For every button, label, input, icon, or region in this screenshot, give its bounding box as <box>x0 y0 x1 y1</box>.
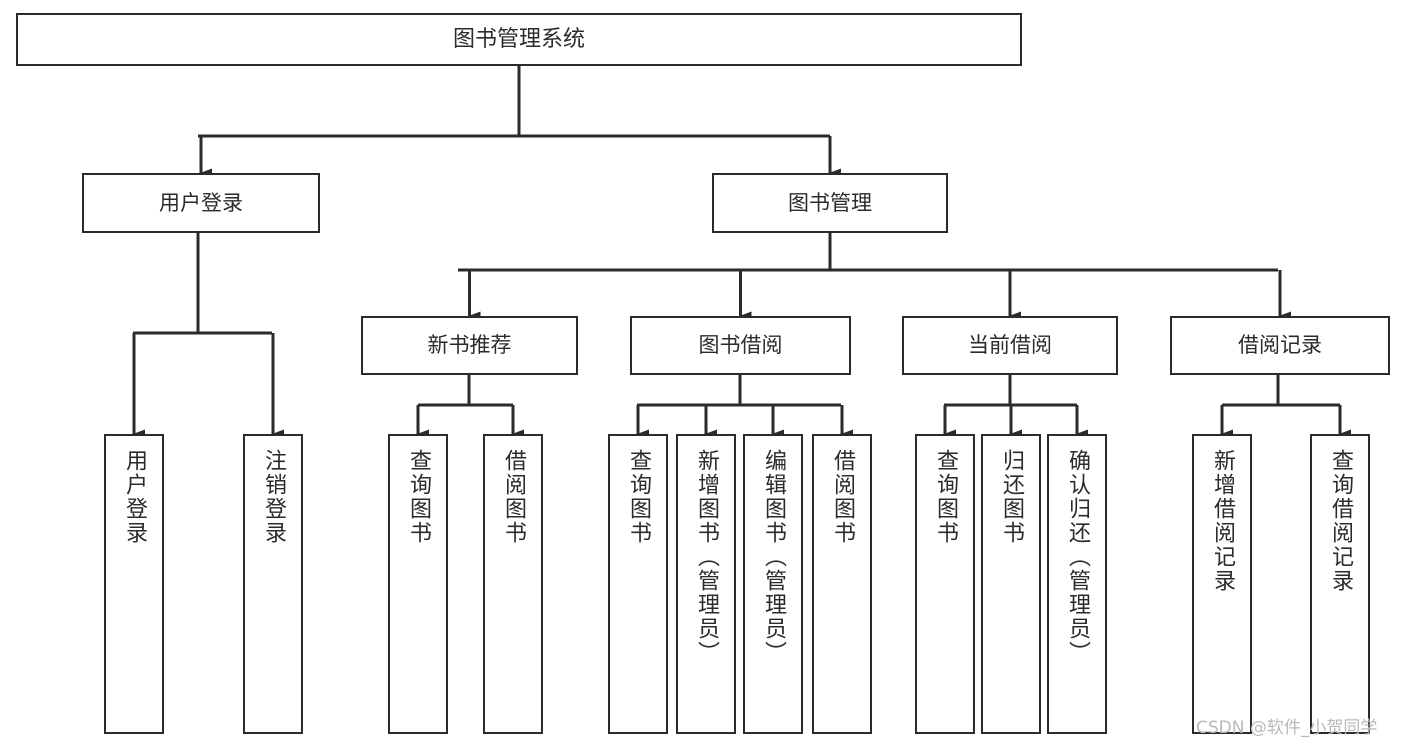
node-label: 图书管理系统 <box>452 26 585 52</box>
branch-node-book-borrow[interactable]: 图书借阅 <box>630 316 851 375</box>
leaf-node-leaf-user-logout[interactable]: 注销登录 <box>243 434 303 734</box>
node-label: 编辑图书（管理员） <box>761 449 786 665</box>
node-label: 借阅图书 <box>501 449 526 545</box>
leaf-node-leaf-query-book-2[interactable]: 查询图书 <box>608 434 668 734</box>
leaf-node-leaf-return-book[interactable]: 归还图书 <box>981 434 1041 734</box>
node-label: 借阅记录 <box>1238 333 1322 358</box>
leaf-node-leaf-borrow-book-2[interactable]: 借阅图书 <box>812 434 872 734</box>
leaf-node-leaf-query-record[interactable]: 查询借阅记录 <box>1310 434 1370 734</box>
node-label: 借阅图书 <box>830 449 855 545</box>
node-label: 用户登录 <box>122 449 147 545</box>
node-label: 查询图书 <box>406 449 431 545</box>
leaf-node-leaf-query-book-3[interactable]: 查询图书 <box>915 434 975 734</box>
branch-node-borrow-record[interactable]: 借阅记录 <box>1170 316 1390 375</box>
node-label: 图书借阅 <box>698 333 783 358</box>
node-label: 新书推荐 <box>427 333 512 358</box>
csdn-watermark: CSDN @软件_小贺同学 <box>1196 718 1378 738</box>
branch-node-book-manage[interactable]: 图书管理 <box>712 173 948 233</box>
leaf-node-leaf-edit-book[interactable]: 编辑图书（管理员） <box>743 434 803 734</box>
node-label: 查询图书 <box>626 449 651 545</box>
node-label: 查询图书 <box>933 449 958 545</box>
branch-node-current-borrow[interactable]: 当前借阅 <box>902 316 1118 375</box>
node-label: 注销登录 <box>261 449 286 545</box>
node-label: 图书管理 <box>788 190 872 215</box>
node-label: 用户登录 <box>159 190 243 215</box>
leaf-node-leaf-confirm-return[interactable]: 确认归还（管理员） <box>1047 434 1107 734</box>
node-label: 确认归还（管理员） <box>1065 449 1090 665</box>
leaf-node-leaf-add-record[interactable]: 新增借阅记录 <box>1192 434 1252 734</box>
leaf-node-leaf-query-book-1[interactable]: 查询图书 <box>388 434 448 734</box>
node-label: 当前借阅 <box>968 333 1052 358</box>
leaf-node-leaf-add-book[interactable]: 新增图书（管理员） <box>676 434 736 734</box>
node-label: 新增借阅记录 <box>1210 449 1235 593</box>
leaf-node-leaf-user-login[interactable]: 用户登录 <box>104 434 164 734</box>
leaf-node-leaf-borrow-book-1[interactable]: 借阅图书 <box>483 434 543 734</box>
node-label: 新增图书（管理员） <box>694 449 719 665</box>
branch-node-new-book-rec[interactable]: 新书推荐 <box>361 316 578 375</box>
branch-node-user-login[interactable]: 用户登录 <box>82 173 320 233</box>
node-label: 归还图书 <box>999 449 1024 545</box>
node-label: 查询借阅记录 <box>1328 449 1353 593</box>
root-node-root[interactable]: 图书管理系统 <box>16 13 1022 66</box>
